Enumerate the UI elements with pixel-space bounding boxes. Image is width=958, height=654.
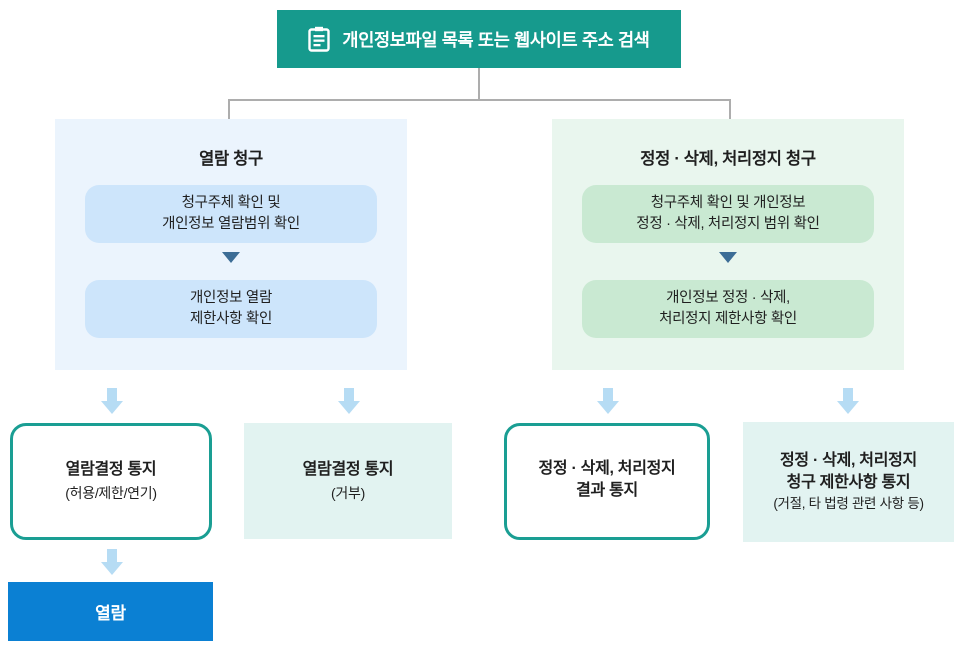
access-step-restrictions: 개인정보 열람 제한사항 확인 (85, 280, 377, 338)
down-arrow-icon (837, 388, 859, 414)
result-title: 결과 통지 (576, 482, 638, 499)
final-access-box: 열람 (8, 582, 213, 641)
step-text-line: 개인정보 정정 · 삭제, (666, 290, 790, 307)
access-request-branch: 열람 청구 청구주체 확인 및 개인정보 열람범위 확인 개인정보 열람 제한사… (55, 119, 407, 370)
step-text-line: 청구주체 확인 및 개인정보 (650, 195, 806, 212)
result-title: 열람결정 통지 (302, 460, 394, 478)
step-text-line: 정정 · 삭제, 처리정지 범위 확인 (636, 216, 820, 232)
access-step-verify: 청구주체 확인 및 개인정보 열람범위 확인 (85, 185, 377, 243)
connector-line-vertical-right (729, 99, 731, 119)
down-arrow-icon (101, 549, 123, 575)
step-text-line: 처리정지 제한사항 확인 (659, 311, 797, 327)
down-arrow-icon (338, 388, 360, 414)
connector-line-vertical-left (228, 99, 230, 119)
down-arrow-icon (597, 388, 619, 414)
result-subtitle: (거부) (331, 484, 365, 501)
result-title: 정정 · 삭제, 처리정지 (780, 451, 917, 469)
step-text-line: 개인정보 열람 (190, 290, 272, 307)
clipboard-icon (308, 26, 331, 52)
correction-request-branch: 정정 · 삭제, 처리정지 청구 청구주체 확인 및 개인정보 정정 · 삭제,… (552, 119, 904, 370)
step-text-line: 제한사항 확인 (190, 311, 272, 327)
step-text-line: 청구주체 확인 및 (181, 195, 281, 212)
correction-step-verify: 청구주체 확인 및 개인정보 정정 · 삭제, 처리정지 범위 확인 (582, 185, 874, 243)
connector-line-vertical-center (478, 68, 480, 100)
result-title: 열람결정 통지 (65, 461, 157, 479)
down-arrow-icon (101, 388, 123, 414)
result-correction-outcome-notice: 정정 · 삭제, 처리정지 결과 통지 (504, 423, 710, 540)
connector-line-horizontal (228, 99, 731, 101)
result-subtitle: (허용/제한/연기) (65, 485, 157, 501)
result-subtitle: (거절, 타 법령 관련 사항 등) (773, 496, 924, 512)
final-access-label: 열람 (95, 604, 126, 623)
header-label: 개인정보파일 목록 또는 웹사이트 주소 검색 (342, 29, 650, 50)
correction-step-restrictions: 개인정보 정정 · 삭제, 처리정지 제한사항 확인 (582, 280, 874, 338)
down-triangle-icon (222, 252, 240, 263)
result-correction-restriction-notice: 정정 · 삭제, 처리정지 청구 제한사항 통지 (거절, 타 법령 관련 사항… (743, 422, 954, 542)
result-title: 청구 제한사항 통지 (786, 473, 911, 491)
result-access-decision-notice: 열람결정 통지 (허용/제한/연기) (10, 423, 212, 540)
result-title: 정정 · 삭제, 처리정지 (538, 460, 676, 478)
access-request-title: 열람 청구 (199, 150, 263, 168)
search-header-box: 개인정보파일 목록 또는 웹사이트 주소 검색 (277, 10, 681, 68)
correction-request-title: 정정 · 삭제, 처리정지 청구 (640, 150, 816, 168)
result-access-denied-notice: 열람결정 통지 (거부) (244, 423, 452, 539)
step-text-line: 개인정보 열람범위 확인 (162, 216, 300, 232)
down-triangle-icon (719, 252, 737, 263)
